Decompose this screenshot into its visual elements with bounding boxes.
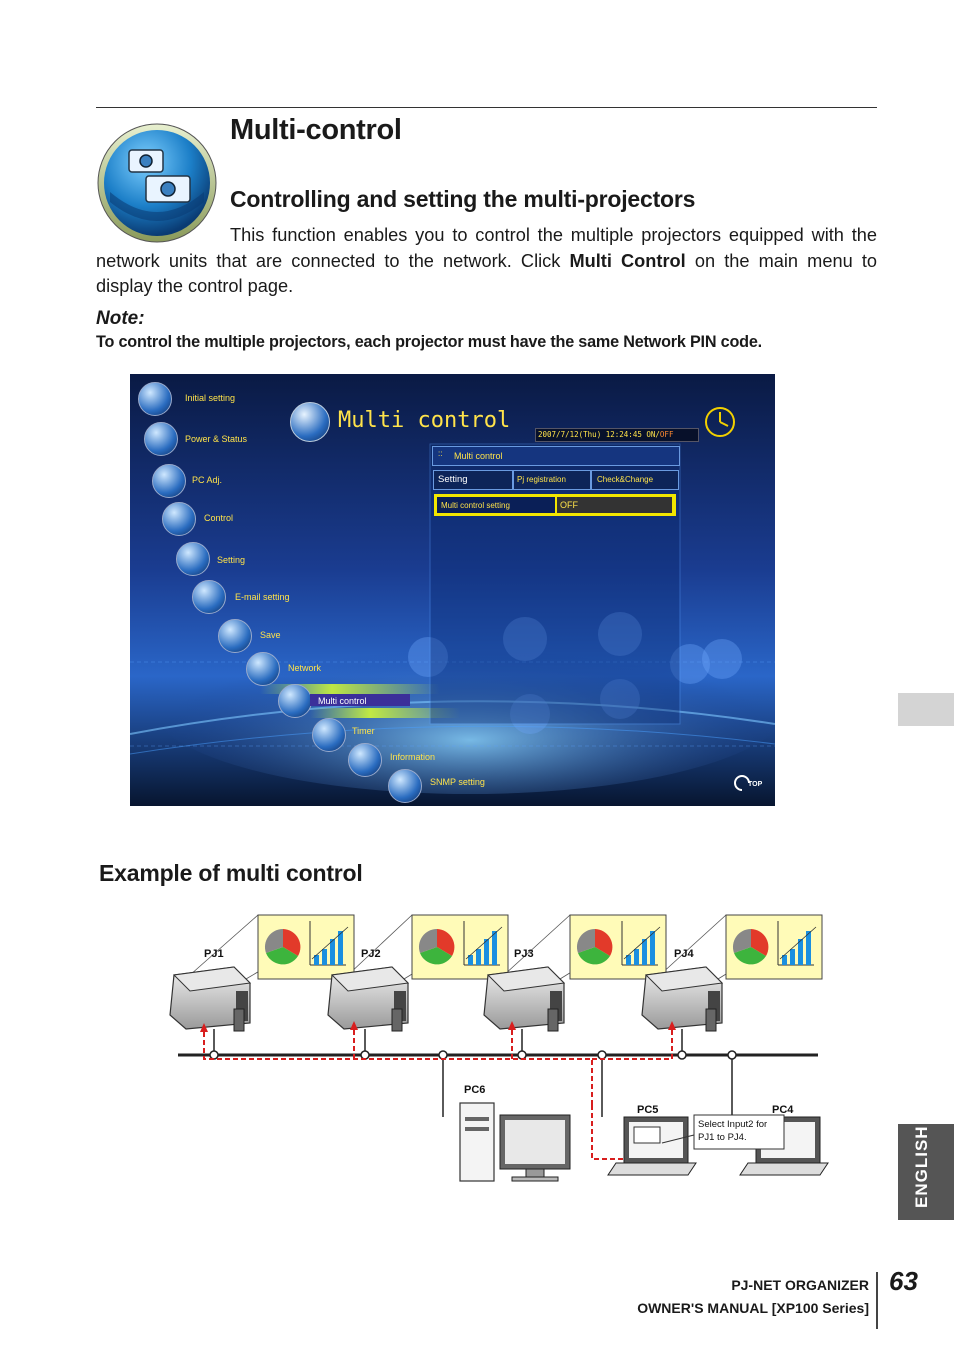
pj2-projector (327, 966, 409, 1032)
menu-email-setting[interactable]: E-mail setting (235, 592, 290, 602)
pj1-projector (169, 966, 251, 1032)
tab-pj-registration[interactable] (513, 470, 591, 490)
note-text: To control the multiple projectors, each… (96, 333, 762, 351)
email-setting-icon[interactable] (192, 580, 226, 614)
menu-power-status[interactable]: Power & Status (185, 434, 248, 444)
setting-label-box (437, 497, 555, 513)
menu-initial-setting[interactable]: Initial setting (185, 393, 236, 403)
callout-line-1: Select Input2 for (698, 1119, 768, 1130)
tab-check-change[interactable] (591, 470, 679, 490)
panel-header (432, 446, 680, 466)
intro-bold: Multi Control (569, 250, 686, 271)
section-subtitle: Controlling and setting the multi-projec… (230, 186, 696, 212)
pj3-screen (569, 914, 667, 980)
pj3-projector (483, 966, 565, 1032)
callout-box (693, 1114, 785, 1150)
language-label: ENGLISH (912, 1125, 931, 1208)
panel-dots: :: (438, 449, 443, 458)
footer-product: PJ-NET ORGANIZER (731, 1277, 869, 1293)
page-title: Multi-control (230, 114, 402, 146)
menu-multi-control[interactable]: Multi control (318, 696, 367, 706)
datetime-text: 2007/7/12(Thu) 12:24:45 ON/OFF (538, 430, 673, 439)
note-label: Note: (96, 308, 145, 329)
multi-control-menu-icon[interactable] (278, 684, 312, 718)
information-icon[interactable] (348, 743, 382, 777)
heading-projector-icon (290, 402, 330, 442)
panel-title: Multi control (454, 451, 503, 461)
pj2-screen (411, 914, 509, 980)
multi-control-diagram (169, 914, 829, 1182)
label-pc4: PC4 (772, 1104, 794, 1116)
snmp-setting-icon[interactable] (388, 769, 422, 803)
page-number: 63 (889, 1266, 918, 1296)
setting-icon[interactable] (176, 542, 210, 576)
datetime-box (535, 428, 699, 442)
label-pc6: PC6 (464, 1084, 486, 1096)
footer-divider (876, 1272, 878, 1329)
pc6-desktop (459, 1102, 571, 1182)
pj4-projector (641, 966, 723, 1032)
screen-heading: Multi control (338, 408, 511, 433)
pc-adj-icon[interactable] (152, 464, 186, 498)
menu-timer[interactable]: Timer (352, 726, 375, 736)
menu-information[interactable]: Information (390, 752, 436, 762)
control-icon[interactable] (162, 502, 196, 536)
side-tab-language: ENGLISH (898, 1124, 954, 1220)
setting-label: Multi control setting (441, 501, 510, 510)
intro-text-2: on the main menu to display the control … (96, 250, 877, 297)
setting-value-select[interactable] (557, 497, 672, 513)
tab-check-change-label: Check&Change (597, 475, 654, 484)
intro-text-1: This function enables you to control the… (96, 225, 877, 271)
menu-save[interactable]: Save (260, 630, 281, 640)
initial-setting-icon[interactable] (138, 382, 172, 416)
setting-value: OFF (560, 500, 578, 510)
tab-pj-registration-label: Pj registration (517, 475, 566, 484)
example-title: Example of multi control (99, 860, 363, 886)
side-tab-chapter (898, 693, 954, 726)
control-path (203, 1027, 673, 1160)
label-pj4: PJ4 (674, 948, 694, 960)
callout-line-2: PJ1 to PJ4. (698, 1132, 747, 1143)
label-pj1: PJ1 (204, 948, 224, 960)
menu-setting[interactable]: Setting (217, 555, 246, 565)
menu-multi-control-highlight (310, 694, 410, 706)
power-status-icon[interactable] (144, 422, 178, 456)
top-button[interactable]: TOP (748, 781, 763, 788)
timer-icon[interactable] (312, 718, 346, 752)
header-rule (96, 107, 877, 108)
tab-setting[interactable] (433, 470, 513, 490)
label-pc5: PC5 (637, 1104, 659, 1116)
menu-control[interactable]: Control (204, 513, 234, 523)
multi-control-icon (97, 123, 217, 243)
label-pj3: PJ3 (514, 948, 534, 960)
tab-setting-label: Setting (438, 474, 468, 485)
intro-paragraph: This function enables you to control the… (96, 223, 877, 300)
footer-manual: OWNER'S MANUAL [XP100 Series] (637, 1300, 869, 1316)
pc5-laptop (607, 1116, 697, 1176)
control-page-screenshot: Initial setting Power & Status PC Adj. C… (130, 374, 775, 806)
menu-pc-adj[interactable]: PC Adj. (192, 475, 223, 485)
label-pj2: PJ2 (361, 948, 381, 960)
pj1-screen (257, 914, 355, 980)
save-icon[interactable] (218, 619, 252, 653)
menu-snmp-setting[interactable]: SNMP setting (430, 777, 485, 787)
menu-network[interactable]: Network (288, 663, 322, 673)
datetime-state: OFF (659, 430, 674, 439)
pj4-screen (725, 914, 823, 980)
datetime-value: 2007/7/12(Thu) 12:24:45 ON/ (538, 430, 660, 439)
network-icon[interactable] (246, 652, 280, 686)
